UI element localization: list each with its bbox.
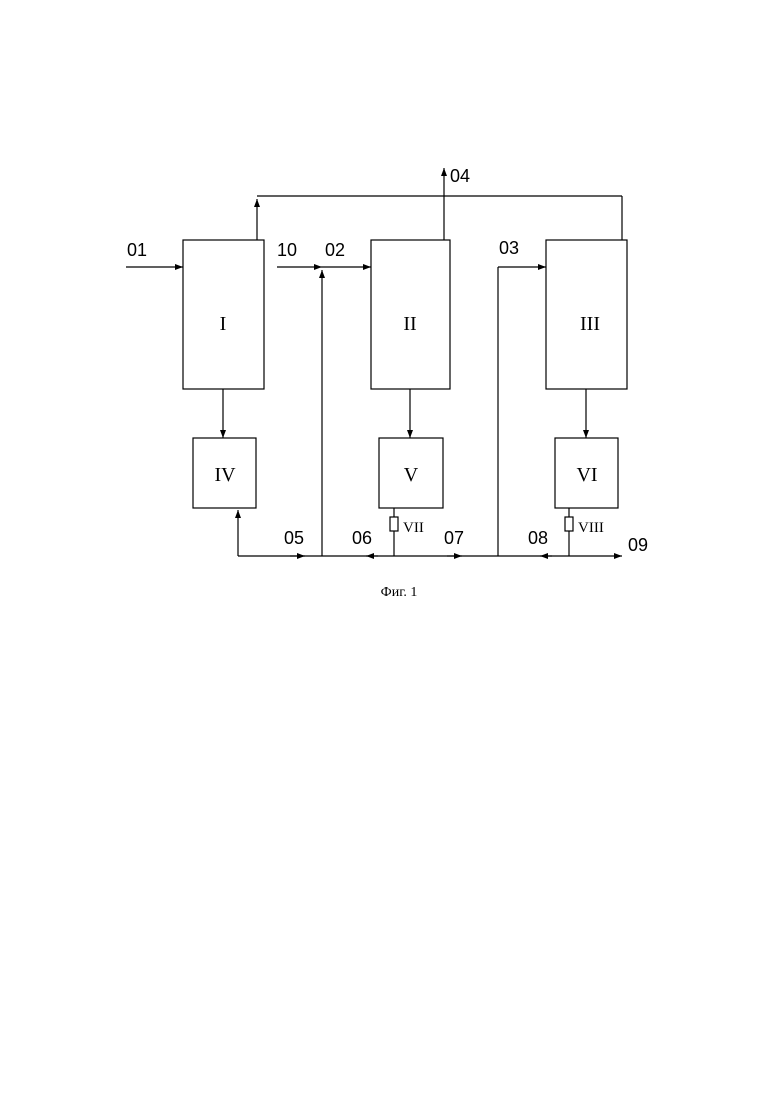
unit-label-1: I [220,313,227,335]
unit-box-7 [390,517,398,531]
stream-label-03: 03 [499,238,519,258]
unit-label-5: V [404,464,419,486]
unit-label-7: VII [403,520,424,536]
unit-label-6: VI [576,464,597,486]
unit-label-3: III [580,313,600,335]
figure-caption: Фиг. 1 [381,585,418,600]
unit-label-8: VIII [578,520,604,536]
stream-label-01: 01 [127,240,147,260]
stream-label-04: 04 [450,166,470,186]
stream-label-05: 05 [284,528,304,548]
stream-label-06: 06 [352,528,372,548]
stream-label-09: 09 [628,535,648,555]
stream-label-07: 07 [444,528,464,548]
stream-label-08: 08 [528,528,548,548]
stream-label-10: 10 [277,240,297,260]
unit-box-8 [565,517,573,531]
unit-label-2: II [403,313,416,335]
unit-label-4: IV [214,464,236,486]
stream-label-02: 02 [325,240,345,260]
